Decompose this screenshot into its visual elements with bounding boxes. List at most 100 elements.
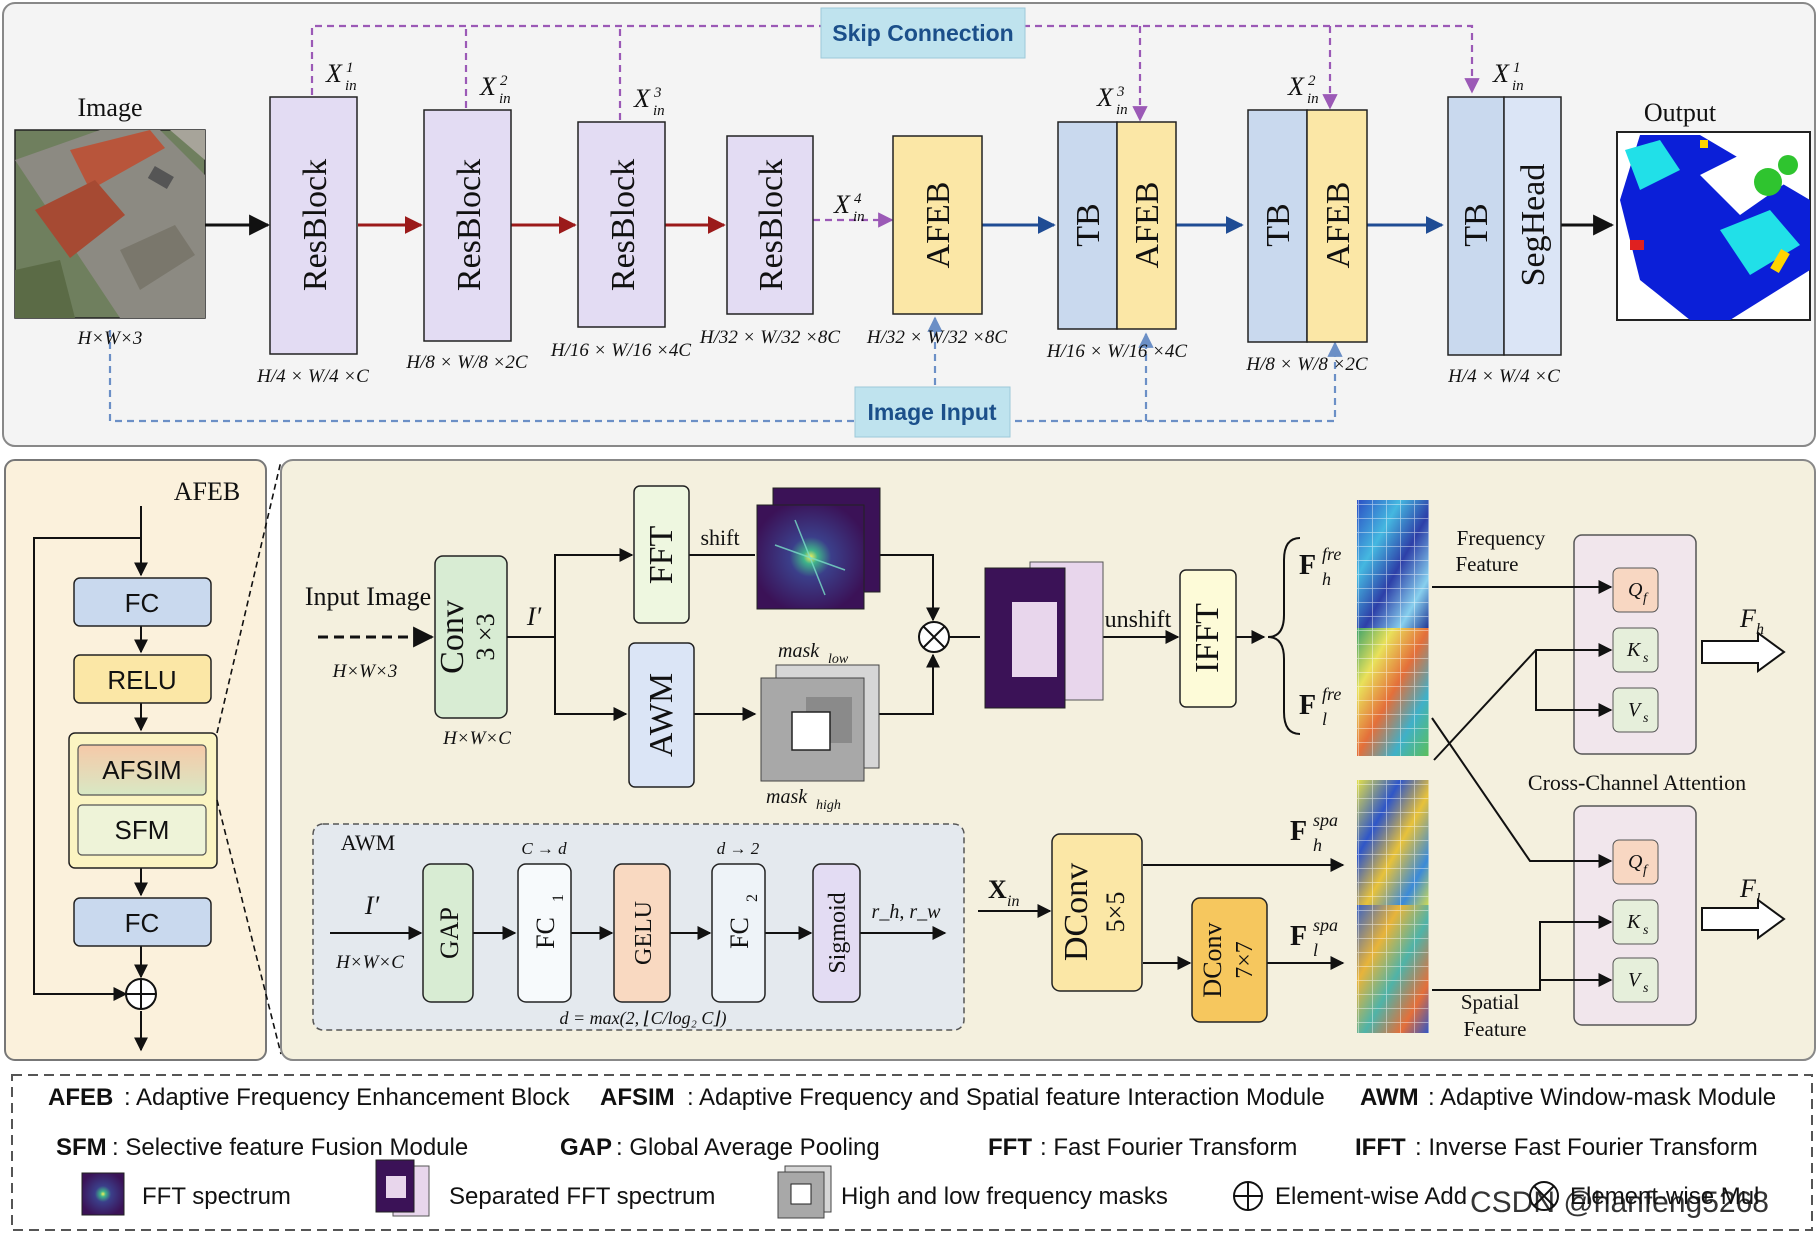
svg-text:f: f	[1643, 591, 1649, 606]
legend-fft-spectrum: FFT spectrum	[142, 1183, 291, 1210]
svg-text:DConv: DConv	[1058, 863, 1095, 961]
fc2-block: FC 2	[711, 863, 766, 1003]
svg-text:2: 2	[500, 73, 508, 89]
dconv-7x7-block: DConv 7×7	[1191, 897, 1268, 1023]
svg-text:spa: spa	[1313, 915, 1338, 935]
awm-formula: d = max(2, ⌊C/log₂ C⌋)	[560, 1008, 727, 1029]
output-arrow-fl	[1701, 898, 1786, 940]
afeb-fc-1: FC	[73, 577, 212, 627]
sfm-label: SFM	[115, 815, 170, 845]
element-wise-mul-icon	[918, 621, 950, 653]
svg-text:K: K	[1626, 639, 1642, 661]
split-brace	[1267, 537, 1301, 735]
frequency-masks	[760, 664, 880, 782]
freq-feature-line1: Frequency	[1457, 526, 1546, 550]
svg-text:Conv: Conv	[434, 600, 471, 674]
conv-branch-lines	[507, 548, 1266, 721]
svg-text:h: h	[1322, 569, 1331, 589]
fft-spectrum-stack	[756, 487, 881, 610]
svg-text:F: F	[1739, 604, 1757, 633]
svg-text:FC: FC	[725, 917, 754, 949]
awm-subpanel-title: AWM	[341, 830, 395, 855]
svg-text:AFEB: AFEB	[1320, 182, 1357, 269]
svg-text:F: F	[1739, 874, 1757, 903]
svg-text:X: X	[325, 59, 343, 88]
svg-text:AFEB: AFEB	[1129, 182, 1166, 269]
legend-element-wise-add: Element-wise Add	[1275, 1183, 1467, 1210]
dim-tb3: H/4 × W/4 ×C	[1447, 366, 1560, 387]
afsim-label: AFSIM	[102, 755, 181, 785]
svg-text:ResBlock: ResBlock	[605, 159, 642, 291]
ifft-block: IFFT	[1179, 569, 1237, 708]
spatial-feature-line2: Feature	[1464, 1017, 1527, 1041]
svg-text:X: X	[833, 190, 851, 219]
svg-text:h: h	[1313, 835, 1322, 855]
svg-text:in: in	[653, 103, 665, 119]
svg-text:SFM: SFM	[56, 1134, 107, 1161]
svg-text:FFT: FFT	[988, 1134, 1032, 1161]
i-prime-label: I′	[526, 602, 542, 631]
svg-text:2: 2	[1308, 73, 1316, 89]
resblock-2: ResBlock	[423, 109, 512, 342]
svg-text:V: V	[1628, 699, 1643, 721]
svg-text:X: X	[1287, 72, 1305, 101]
svg-text:AWM: AWM	[643, 673, 680, 757]
image-input-label: Image Input	[867, 399, 996, 425]
awm-iprime: I′	[364, 891, 380, 920]
skip-connection-label: Skip Connection	[832, 20, 1013, 46]
fc1-block: FC1	[517, 863, 572, 1003]
svg-text:X: X	[1096, 83, 1114, 112]
svg-text:FC: FC	[531, 917, 560, 949]
dim-res4: H/32 × W/32 ×8C	[699, 327, 840, 348]
svg-text:s: s	[1643, 923, 1649, 938]
svg-text:: Inverse Fast Fourier Transfo: : Inverse Fast Fourier Transform	[1415, 1134, 1758, 1161]
svg-text:GAP: GAP	[560, 1134, 612, 1161]
unshift-label: unshift	[1105, 607, 1172, 633]
svg-text:: Adaptive Frequency and Spati: : Adaptive Frequency and Spatial feature…	[687, 1084, 1325, 1111]
svg-text:mask: mask	[766, 786, 808, 808]
svg-text:2: 2	[744, 894, 761, 902]
legend-row-1: AFEB: Adaptive Frequency Enhancement Blo…	[48, 1084, 1776, 1111]
svg-text:l: l	[1313, 940, 1318, 960]
tb-seghead-block: TB SegHead	[1447, 96, 1562, 356]
afeb-panel-lines	[33, 506, 148, 1052]
svg-text:TB: TB	[1458, 203, 1495, 246]
tb-afeb-block-2: TB AFEB	[1247, 109, 1368, 343]
heatmap-f-h-fre	[1357, 500, 1429, 628]
resblock-3: ResBlock	[577, 121, 666, 328]
svg-text:fre: fre	[1322, 684, 1341, 704]
gap-block: GAP	[422, 863, 474, 1003]
svg-text:FC: FC	[125, 908, 160, 938]
svg-text:TB: TB	[1070, 203, 1107, 246]
svg-text:low: low	[828, 652, 849, 667]
image-dim: H×W×3	[77, 328, 143, 349]
svg-text:V: V	[1628, 969, 1643, 991]
svg-text:X: X	[479, 72, 497, 101]
afeb-relu: RELU	[73, 654, 212, 704]
svg-text:: Adaptive Window-mask Module: : Adaptive Window-mask Module	[1428, 1084, 1776, 1111]
svg-text:F: F	[1290, 921, 1307, 952]
legend-masks-icon	[777, 1165, 832, 1219]
svg-text:fre: fre	[1322, 544, 1341, 564]
svg-text:in: in	[1007, 893, 1019, 910]
svg-text:s: s	[1643, 711, 1649, 726]
fft-block: FFT	[633, 485, 690, 624]
svg-text:: Adaptive Frequency Enhanceme: : Adaptive Frequency Enhancement Block	[124, 1084, 571, 1111]
shift-label: shift	[700, 525, 739, 550]
separated-fft-spectrum	[984, 561, 1104, 709]
svg-text:X: X	[1492, 59, 1510, 88]
svg-text:in: in	[853, 209, 865, 225]
afeb-panel-title: AFEB	[174, 477, 240, 506]
image-input-banner	[854, 386, 1011, 438]
watermark: CSDN @hanfeng5268	[1470, 1186, 1769, 1219]
svg-text:f: f	[1643, 863, 1649, 878]
svg-text:X: X	[633, 84, 651, 113]
heatmap-f-l-spa	[1357, 905, 1429, 1033]
